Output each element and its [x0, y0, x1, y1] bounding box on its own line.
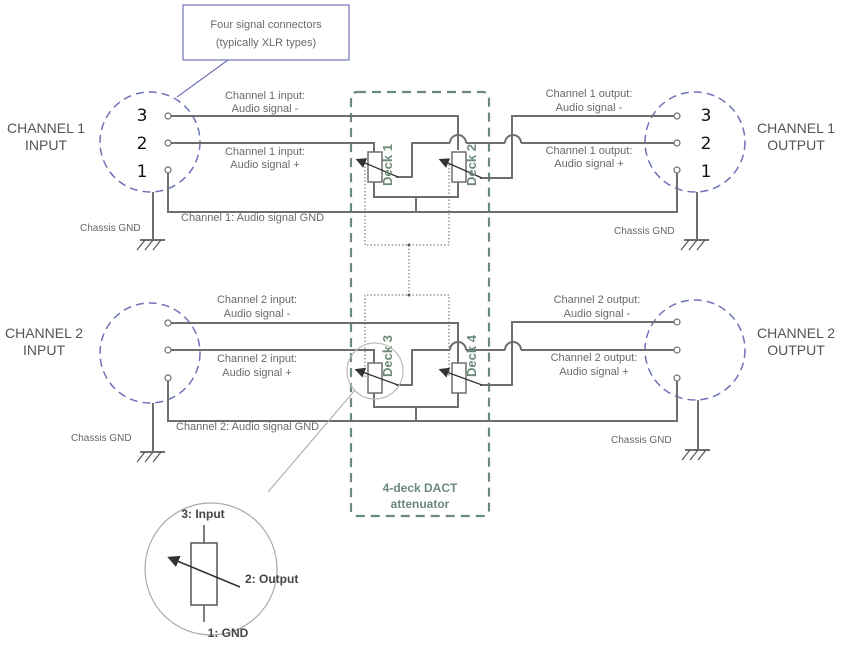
attenuator-label-line2: attenuator	[391, 497, 450, 511]
ch1-out-minus-1: Channel 1 output:	[546, 88, 633, 100]
ch1-out-plus-1: Channel 1 output:	[546, 145, 633, 157]
callout-line1: Four signal connectors	[210, 19, 322, 31]
detail-input-label: 3: Input	[181, 507, 224, 521]
channel-2-wiring	[136, 318, 710, 463]
deck-3-magnifier-ring	[346, 342, 404, 400]
ch2-output-label-1: CHANNEL 2	[757, 325, 835, 341]
ch1-in-pin-2: 2	[137, 134, 148, 154]
potentiometer-detail: 3: Input 2: Output 1: GND	[144, 389, 356, 640]
ch2-out-minus-2: Audio signal -	[564, 308, 631, 320]
deck-4: Deck 4	[438, 334, 483, 394]
ch1-input-label-2: INPUT	[25, 137, 67, 153]
ch1-out-minus-2: Audio signal -	[556, 102, 623, 114]
ch2-in-minus-2: Audio signal -	[224, 308, 291, 320]
ch1-in-plus-2: Audio signal +	[230, 159, 299, 171]
deck-2-label: Deck 2	[464, 144, 479, 186]
ch1-out-pin-2: 2	[701, 134, 712, 154]
ch2-input-label-1: CHANNEL 2	[5, 325, 83, 341]
ch1-output-label-1: CHANNEL 1	[757, 120, 835, 136]
channel-2-input-connector: CHANNEL 2 INPUT	[5, 302, 201, 404]
ch2-in-minus-1: Channel 2 input:	[217, 294, 297, 306]
attenuator-enclosure	[349, 90, 491, 518]
ch1-out-plus-2: Audio signal +	[554, 158, 623, 170]
ch2-out-plus-1: Channel 2 output:	[551, 352, 638, 364]
ch1-output-label-2: OUTPUT	[767, 137, 825, 153]
ch1-in-pin-3: 3	[137, 106, 148, 126]
ch2-out-plus-2: Audio signal +	[559, 366, 628, 378]
detail-gnd-label: 1: GND	[208, 626, 249, 640]
deck-4-label: Deck 4	[464, 334, 479, 377]
connector-callout: Four signal connectors (typically XLR ty…	[176, 4, 350, 98]
callout-line2: (typically XLR types)	[216, 37, 316, 49]
deck-2: Deck 2	[438, 144, 483, 186]
deck-3-label: Deck 3	[380, 335, 395, 377]
channel-1-output-connector: CHANNEL 1 OUTPUT 3 2 1	[644, 91, 835, 193]
deck-1-label: Deck 1	[380, 144, 395, 186]
ch2-gnd-label: Channel 2: Audio signal GND	[176, 421, 319, 433]
attenuator-label-line1: 4-deck DACT	[383, 481, 458, 495]
deck-ganging-link	[364, 163, 450, 377]
ch1-in-minus-1: Channel 1 input:	[225, 90, 305, 102]
deck-1: Deck 1	[355, 144, 399, 186]
ch1-in-minus-2: Audio signal -	[232, 103, 299, 115]
channel-1-wiring	[136, 112, 709, 251]
ch1-chassis-gnd-right: Chassis GND	[614, 226, 675, 237]
ch2-in-plus-1: Channel 2 input:	[217, 353, 297, 365]
ch2-output-label-2: OUTPUT	[767, 342, 825, 358]
ch1-in-plus-1: Channel 1 input:	[225, 146, 305, 158]
detail-output-label: 2: Output	[245, 572, 298, 586]
ch1-in-pin-1: 1	[137, 162, 148, 182]
ch2-chassis-gnd-left: Chassis GND	[71, 433, 132, 444]
ch2-in-plus-2: Audio signal +	[222, 367, 291, 379]
ch2-out-minus-1: Channel 2 output:	[554, 294, 641, 306]
ch1-chassis-gnd-left: Chassis GND	[80, 223, 141, 234]
ch2-chassis-gnd-right: Chassis GND	[611, 435, 672, 446]
ch1-out-pin-3: 3	[701, 106, 712, 126]
ch1-out-pin-1: 1	[701, 162, 712, 182]
channel-2-output-connector: CHANNEL 2 OUTPUT	[644, 299, 835, 401]
ch1-gnd-label: Channel 1: Audio signal GND	[181, 212, 324, 224]
deck-3: Deck 3	[346, 335, 404, 400]
ch2-input-label-2: INPUT	[23, 342, 65, 358]
ch1-input-label-1: CHANNEL 1	[7, 120, 85, 136]
